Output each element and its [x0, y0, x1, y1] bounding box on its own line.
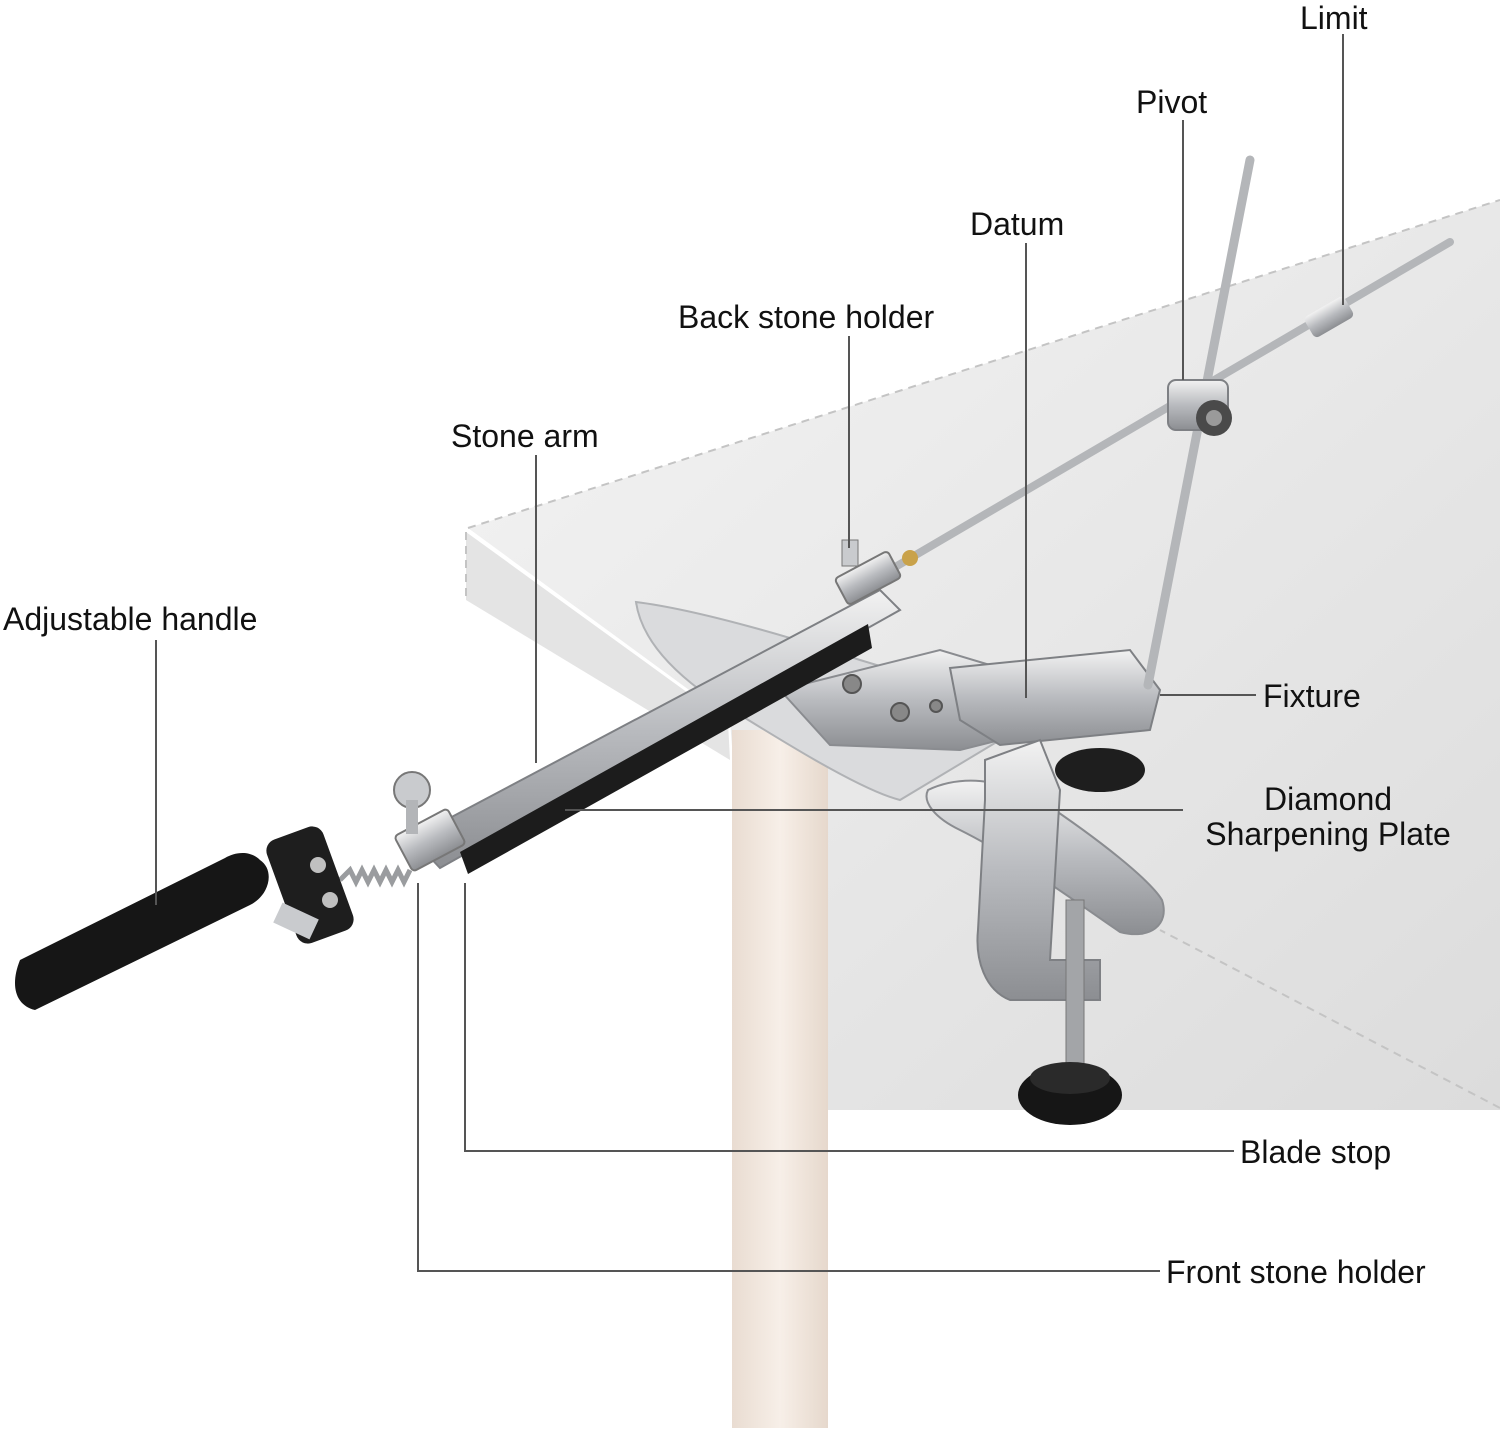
label-front-stone-holder: Front stone holder — [1166, 1254, 1426, 1290]
handle-plate — [273, 902, 319, 940]
handle-bracket — [266, 826, 354, 944]
front-stone-holder-block — [394, 808, 466, 872]
table-dashed-edge — [467, 199, 1500, 529]
clamp-knob-top — [1030, 1062, 1110, 1094]
clamp-screw-1 — [842, 674, 862, 694]
spring — [338, 864, 413, 888]
label-datum: Datum — [970, 206, 1065, 242]
label-diamond-line2: Sharpening Plate — [1205, 816, 1451, 852]
label-back-stone-holder: Back stone holder — [678, 299, 935, 335]
table-leg — [732, 730, 828, 1428]
stone-arm-assembly — [15, 539, 902, 1010]
handle-screw-1 — [310, 857, 326, 873]
label-limit: Limit — [1300, 0, 1368, 36]
label-blade-stop: Blade stop — [1240, 1134, 1392, 1170]
label-fixture: Fixture — [1263, 678, 1361, 714]
fixture-body — [948, 648, 1162, 747]
label-stone-arm: Stone arm — [451, 418, 599, 454]
leader-front-stone-holder — [417, 883, 1160, 1272]
label-adjustable-handle: Adjustable handle — [3, 601, 258, 637]
table — [465, 199, 1500, 1428]
table-front-edge — [466, 532, 730, 760]
diamond-plate — [460, 624, 872, 874]
label-diamond-line1: Diamond — [1263, 781, 1393, 817]
table-dashed-edge-3 — [1159, 929, 1500, 1109]
leader-lines — [155, 34, 1344, 1272]
clamp-assembly — [778, 648, 1162, 1125]
handle-screw-2 — [322, 892, 338, 908]
label-pivot: Pivot — [1136, 84, 1208, 120]
handle-grip — [15, 853, 269, 1010]
pivot-knob-center — [1206, 410, 1222, 426]
table-top — [468, 200, 1500, 1110]
guide-rods — [886, 155, 1454, 690]
leader-blade-stop — [464, 883, 1234, 1152]
label-diamond-sharpening-plate: Diamond Sharpening Plate — [1192, 782, 1464, 852]
front-thumb-screw-stem — [406, 800, 418, 834]
clamp-screw-2 — [890, 702, 910, 722]
clamp-screw-3 — [929, 699, 943, 713]
brass-bushing — [902, 550, 918, 566]
back-stone-holder-block — [834, 551, 902, 605]
fixture-base-pad — [1055, 748, 1145, 792]
clamp-threaded-rod — [1065, 899, 1085, 1091]
limit-collar — [1304, 296, 1354, 338]
